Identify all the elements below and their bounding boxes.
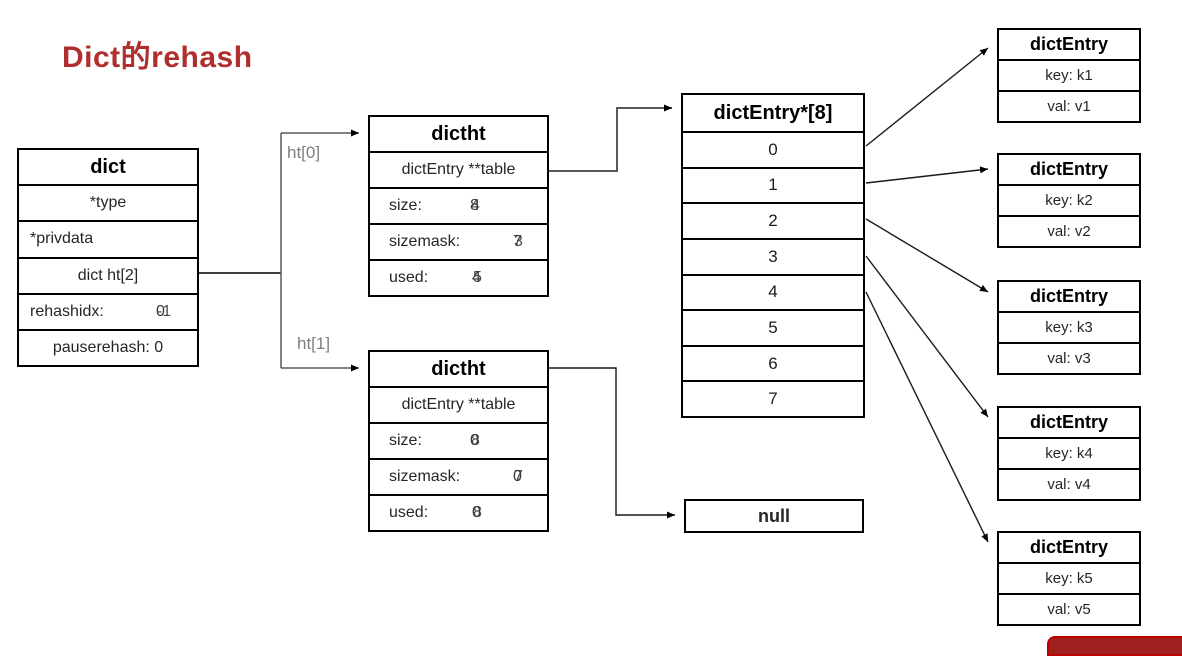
bucket-array-header: dictEntry*[8] (713, 101, 833, 124)
entry-header: dictEntry (1029, 537, 1108, 557)
entry-key: key: k3 (999, 311, 1139, 342)
entry-key: key: k1 (999, 59, 1139, 90)
arrow-ht1-table-to-null (549, 367, 675, 519)
entry-val: val: v1 (999, 90, 1139, 121)
dictht1-header: dictht (431, 357, 486, 380)
arrow-slot2-to-entry-k3 (865, 218, 989, 293)
arrow-slot0-to-entry-k1 (865, 47, 989, 147)
dict-header: dict (90, 155, 126, 178)
bucket-slot-2: 2 (683, 202, 863, 238)
bucket-slot-3: 3 (683, 237, 863, 274)
entry-header: dictEntry (1029, 34, 1108, 54)
used-label: used: (389, 269, 429, 286)
sizemask-label: sizemask: (389, 468, 461, 485)
arrow-slot4-to-entry-k5 (865, 291, 989, 543)
size-value-overlap: 4 8 (470, 196, 480, 216)
sizemask-value-overlap: 7 0 (513, 467, 523, 487)
dictht1-sizemask-row: sizemask: 7 0 (370, 458, 547, 494)
dictht0-size-row: size: 4 8 (370, 187, 547, 223)
entry-box-k5: dictEntry key: k5 val: v5 (997, 531, 1141, 626)
sizemask-new-value: 7 (513, 233, 522, 250)
rehashidx-label: rehashidx: (30, 302, 104, 320)
dictht1-size-row: size: 8 0 (370, 422, 547, 458)
sizemask-label: sizemask: (389, 233, 461, 250)
dict-pauserehash-row: pauserehash: 0 (19, 328, 197, 365)
entry-box-k3: dictEntry key: k3 val: v3 (997, 280, 1141, 375)
ht0-label: ht[0] (287, 143, 321, 162)
red-accent-bar (1047, 636, 1182, 656)
size-label: size: (389, 197, 422, 214)
entry-key: key: k4 (999, 437, 1139, 468)
entry-val: val: v5 (999, 593, 1139, 624)
size-new-value: 0 (470, 432, 479, 449)
null-box: null (684, 499, 864, 533)
bucket-slot-6: 6 (683, 344, 863, 381)
dictht0-struct-box: dictht dictEntry **table size: 4 8 sizem… (368, 115, 549, 297)
null-label: null (758, 505, 790, 526)
dict-privdata-row: *privdata (19, 220, 197, 256)
size-old-value: 4 (471, 197, 480, 214)
dictht1-used-row: used: 8 0 (370, 494, 547, 530)
entry-val: val: v3 (999, 342, 1139, 373)
bucket-slot-7: 7 (683, 380, 863, 416)
used-value-overlap: 5 4 (472, 268, 482, 288)
dict-ht-row: dict ht[2] (19, 256, 197, 293)
bucket-slot-5: 5 (683, 309, 863, 345)
dict-rehashidx-row: rehashidx: -1 0 (19, 292, 197, 329)
page-title: Dict的rehash (62, 41, 253, 74)
dict-type-row: *type (19, 184, 197, 220)
used-value-overlap: 8 0 (472, 503, 482, 523)
used-old-value: 8 (473, 504, 482, 521)
used-old-value: 5 (473, 269, 482, 286)
dictht0-header: dictht (431, 122, 486, 145)
entry-header: dictEntry (1029, 159, 1108, 179)
size-label: size: (389, 432, 422, 449)
sizemask-value-overlap: 3 7 (513, 232, 523, 252)
dictht1-struct-box: dictht dictEntry **table size: 8 0 sizem… (368, 350, 549, 532)
sizemask-old-value: 7 (514, 468, 523, 485)
bucket-slot-0: 0 (683, 131, 863, 167)
rehashidx-new-value: 0 (156, 302, 165, 320)
size-value-overlap: 8 0 (470, 431, 480, 451)
entry-key: key: k2 (999, 184, 1139, 215)
arrow-slot3-to-entry-k4 (865, 255, 989, 418)
entry-val: val: v2 (999, 215, 1139, 246)
entry-header: dictEntry (1029, 412, 1108, 432)
size-old-value: 8 (471, 432, 480, 449)
rehashidx-old-value: -1 (157, 302, 172, 320)
rehashidx-value-overlap: -1 0 (156, 302, 171, 322)
bucket-array-box: dictEntry*[8] 0 1 2 3 4 5 6 7 (681, 93, 865, 418)
bucket-slot-1: 1 (683, 166, 863, 203)
dictht0-sizemask-row: sizemask: 3 7 (370, 223, 547, 259)
entry-val: val: v4 (999, 468, 1139, 499)
sizemask-new-value: 0 (513, 468, 522, 485)
dictht0-table-row: dictEntry **table (370, 151, 547, 187)
entry-box-k2: dictEntry key: k2 val: v2 (997, 153, 1141, 248)
dictht1-table-row: dictEntry **table (370, 386, 547, 422)
sizemask-old-value: 3 (514, 233, 523, 250)
arrow-ht0-table-to-bucket-array (549, 104, 672, 172)
used-label: used: (389, 504, 429, 521)
size-new-value: 8 (470, 197, 479, 214)
ht1-label: ht[1] (297, 334, 331, 353)
entry-header: dictEntry (1029, 286, 1108, 306)
dictht0-used-row: used: 5 4 (370, 259, 547, 295)
entry-box-k1: dictEntry key: k1 val: v1 (997, 28, 1141, 123)
bucket-slot-4: 4 (683, 273, 863, 310)
arrow-slot1-to-entry-k2 (865, 166, 989, 184)
dict-struct-box: dict *type *privdata dict ht[2] rehashid… (17, 148, 199, 367)
entry-key: key: k5 (999, 562, 1139, 593)
used-new-value: 0 (472, 504, 481, 521)
used-new-value: 4 (472, 269, 481, 286)
entry-box-k4: dictEntry key: k4 val: v4 (997, 406, 1141, 501)
